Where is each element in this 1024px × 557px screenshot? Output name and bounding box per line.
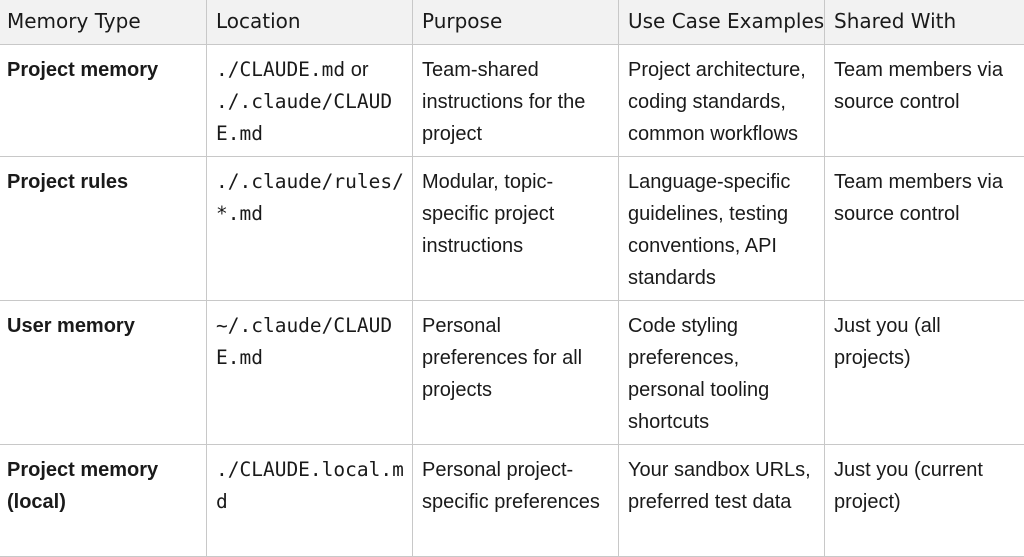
header-memory-type: Memory Type xyxy=(0,0,207,45)
location-code: ./CLAUDE.md xyxy=(216,58,345,81)
cell-memory-type: User memory xyxy=(0,301,207,445)
table-row: Project memory (local) ./CLAUDE.local.md… xyxy=(0,445,1024,557)
cell-memory-type: Project memory xyxy=(0,45,207,157)
cell-use-case-examples: Your sandbox URLs, preferred test data xyxy=(619,445,825,557)
cell-shared-with: Team members via source control xyxy=(825,45,1024,157)
header-location: Location xyxy=(207,0,413,45)
table-row: User memory ~/.claude/CLAUDE.md Personal… xyxy=(0,301,1024,445)
header-shared-with: Shared With xyxy=(825,0,1024,45)
cell-purpose: Personal preferences for all projects xyxy=(413,301,619,445)
location-code: ./.claude/CLAUDE.md xyxy=(216,90,392,145)
cell-use-case-examples: Code styling preferences, personal tooli… xyxy=(619,301,825,445)
cell-location: ./CLAUDE.local.md xyxy=(207,445,413,557)
cell-memory-type: Project memory (local) xyxy=(0,445,207,557)
cell-shared-with: Just you (current project) xyxy=(825,445,1024,557)
cell-purpose: Team-shared instructions for the project xyxy=(413,45,619,157)
location-joiner: or xyxy=(345,59,368,81)
header-purpose: Purpose xyxy=(413,0,619,45)
cell-shared-with: Just you (all projects) xyxy=(825,301,1024,445)
cell-location: ./.claude/rules/*.md xyxy=(207,157,413,301)
cell-shared-with: Team members via source control xyxy=(825,157,1024,301)
cell-memory-type: Project rules xyxy=(0,157,207,301)
cell-purpose: Personal project-specific preferences xyxy=(413,445,619,557)
location-code: ./CLAUDE.local.md xyxy=(216,458,404,513)
cell-use-case-examples: Project architecture, coding standards, … xyxy=(619,45,825,157)
table-row: Project memory ./CLAUDE.md or ./.claude/… xyxy=(0,45,1024,157)
cell-purpose: Modular, topic-specific project instruct… xyxy=(413,157,619,301)
header-use-case-examples: Use Case Examples xyxy=(619,0,825,45)
location-code: ./.claude/rules/*.md xyxy=(216,170,404,225)
cell-location: ./CLAUDE.md or ./.claude/CLAUDE.md xyxy=(207,45,413,157)
table-row: Project rules ./.claude/rules/*.md Modul… xyxy=(0,157,1024,301)
header-row: Memory Type Location Purpose Use Case Ex… xyxy=(0,0,1024,45)
location-code: ~/.claude/CLAUDE.md xyxy=(216,314,392,369)
cell-use-case-examples: Language-specific guidelines, testing co… xyxy=(619,157,825,301)
cell-location: ~/.claude/CLAUDE.md xyxy=(207,301,413,445)
